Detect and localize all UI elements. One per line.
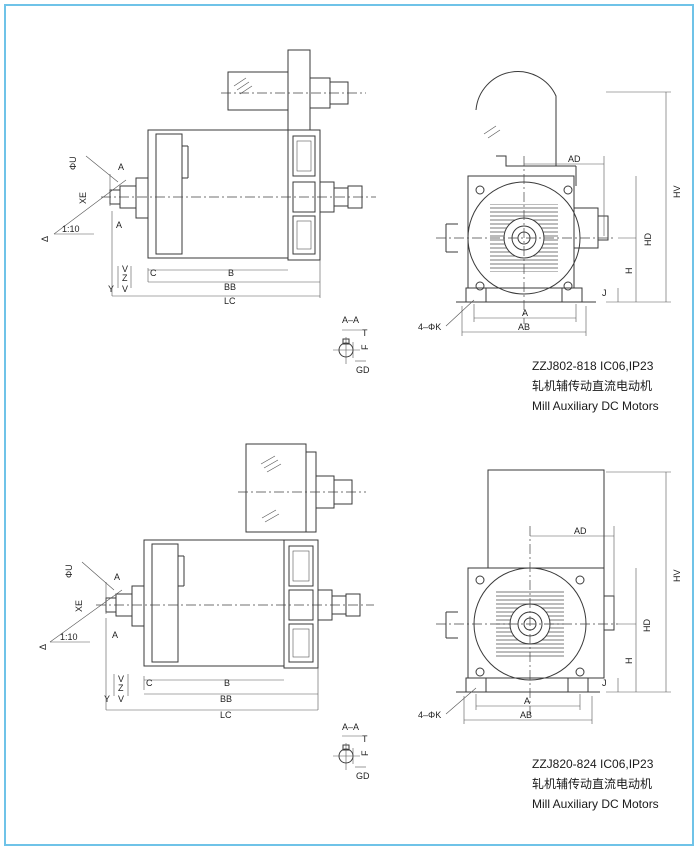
label-k-1: 4–ΦK xyxy=(418,322,441,332)
label-v-1a: V xyxy=(122,264,128,274)
title-chinese-1: 轧机辅传动直流电动机 xyxy=(532,379,653,393)
label-a-top-2: A xyxy=(114,572,120,582)
end-view-2 xyxy=(436,469,671,724)
caption-block-2: ZZJ820-824 IC06,IP23 轧机辅传动直流电动机 Mill Aux… xyxy=(532,754,659,814)
label-delta-1: Δ xyxy=(40,236,50,242)
label-lc-2: LC xyxy=(220,710,232,720)
label-f-1: F xyxy=(360,344,370,350)
label-taper-1: 1:10 xyxy=(62,224,80,234)
label-ad-2: AD xyxy=(574,526,587,536)
label-delta-2: Δ xyxy=(38,644,48,650)
label-k-2: 4–ΦK xyxy=(418,710,441,720)
label-xe-2: XE xyxy=(74,600,84,612)
label-h-2: H xyxy=(624,658,634,665)
label-a-top-1: A xyxy=(118,162,124,172)
label-hd-2: HD xyxy=(642,619,652,632)
label-y-2: Y xyxy=(104,694,110,704)
label-hv-1: HV xyxy=(672,185,682,198)
label-z-2: Z xyxy=(118,683,124,693)
label-v-2b: V xyxy=(118,694,124,704)
label-phi-u-2: ΦU xyxy=(64,564,74,578)
label-a-bot-1: A xyxy=(116,220,122,230)
label-lc-1: LC xyxy=(224,296,236,306)
label-gd-1: GD xyxy=(356,365,370,375)
title-english-2: Mill Auxiliary DC Motors xyxy=(532,797,659,811)
label-t-2: T xyxy=(362,734,368,744)
label-aa-1: A–A xyxy=(342,315,359,325)
label-hd-1: HD xyxy=(643,233,653,246)
title-chinese-2: 轧机辅传动直流电动机 xyxy=(532,777,653,791)
section-aa-1 xyxy=(333,329,366,364)
side-view-2 xyxy=(49,443,374,711)
label-j-2: J xyxy=(602,678,607,688)
model-designation-1: ZZJ802-818 IC06,IP23 xyxy=(532,359,654,373)
label-xe-1: XE xyxy=(78,192,88,204)
label-gd-2: GD xyxy=(356,771,370,781)
label-t-1: T xyxy=(362,328,368,338)
label-a-end-2: A xyxy=(524,696,530,706)
label-aa-2: A–A xyxy=(342,722,359,732)
label-y-1: Y xyxy=(108,284,114,294)
label-v-1b: V xyxy=(122,284,128,294)
dimension-drawings: ΦU A XE A Δ 1:10 V Z Y V C B BB LC A–A T… xyxy=(38,49,682,781)
label-b-2: B xyxy=(224,678,230,688)
label-v-2a: V xyxy=(118,674,124,684)
label-taper-2: 1:10 xyxy=(60,632,78,642)
label-h-1: H xyxy=(624,268,634,275)
end-view-1 xyxy=(436,71,671,336)
model-designation-2: ZZJ820-824 IC06,IP23 xyxy=(532,757,654,771)
title-english-1: Mill Auxiliary DC Motors xyxy=(532,399,659,413)
drawing-frame: ΦU A XE A Δ 1:10 V Z Y V C B BB LC A–A T… xyxy=(4,4,694,846)
label-phi-u-1: ΦU xyxy=(68,156,78,170)
label-bb-1: BB xyxy=(224,282,236,292)
caption-block-1: ZZJ802-818 IC06,IP23 轧机辅传动直流电动机 Mill Aux… xyxy=(532,356,659,416)
label-j-1: J xyxy=(602,288,607,298)
label-ab-2: AB xyxy=(520,710,532,720)
label-c-1: C xyxy=(150,268,157,278)
label-ab-1: AB xyxy=(518,322,530,332)
label-c-2: C xyxy=(146,678,153,688)
label-hv-2: HV xyxy=(672,569,682,582)
side-view-1 xyxy=(53,49,376,298)
label-a-end-1: A xyxy=(522,308,528,318)
label-b-1: B xyxy=(228,268,234,278)
label-ad-1: AD xyxy=(568,154,581,164)
section-aa-2 xyxy=(333,735,366,770)
label-bb-2: BB xyxy=(220,694,232,704)
label-z-1: Z xyxy=(122,273,128,283)
label-f-2: F xyxy=(360,750,370,756)
label-a-bot-2: A xyxy=(112,630,118,640)
